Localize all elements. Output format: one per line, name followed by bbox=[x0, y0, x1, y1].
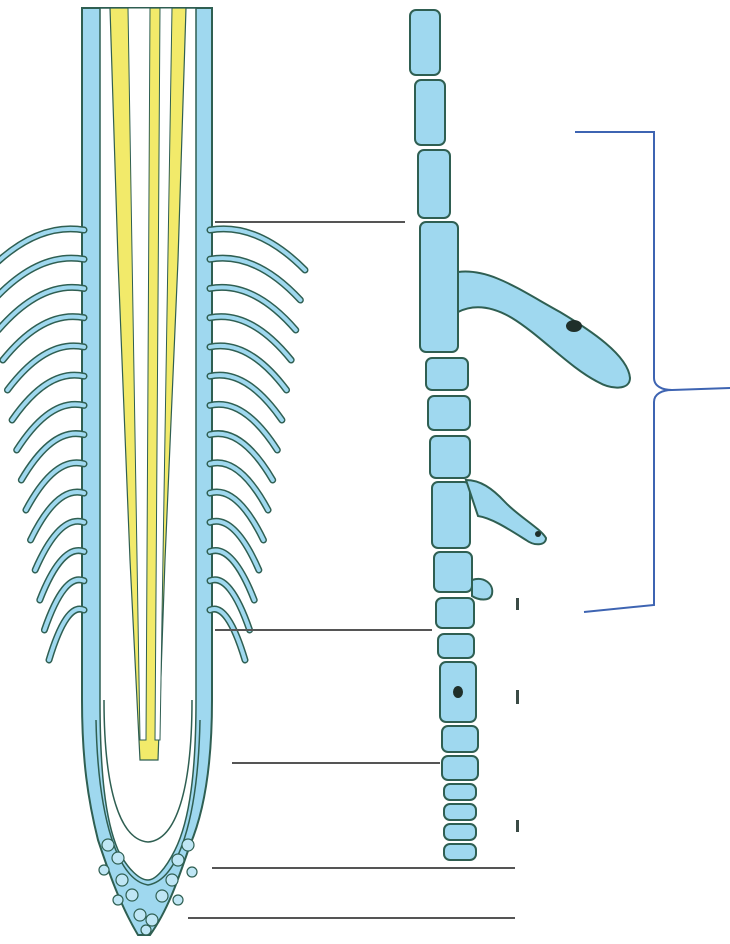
root-hair-medium-nucleus bbox=[535, 531, 541, 537]
epidermal-cell bbox=[436, 598, 474, 628]
root-hairs-left bbox=[0, 229, 84, 660]
edge-marks bbox=[516, 598, 519, 832]
epidermal-cell bbox=[442, 726, 478, 752]
epidermal-cell bbox=[442, 756, 478, 780]
root-hair-initial bbox=[472, 579, 492, 600]
root-hairs-right bbox=[210, 229, 305, 660]
epidermal-cell bbox=[430, 436, 470, 478]
root-tip bbox=[0, 8, 305, 935]
cell-root-hairs bbox=[458, 272, 630, 600]
epidermal-cell bbox=[444, 784, 476, 800]
epidermal-cell bbox=[444, 804, 476, 820]
epidermal-cell bbox=[434, 552, 472, 592]
root-hair-large-nucleus bbox=[566, 320, 582, 332]
epidermal-cell bbox=[415, 80, 445, 145]
epidermal-cell bbox=[444, 844, 476, 860]
epidermal-cell bbox=[420, 222, 458, 352]
root-hair-large bbox=[458, 272, 630, 388]
epidermal-cell bbox=[432, 482, 470, 548]
epidermal-cell bbox=[438, 634, 474, 658]
epidermal-cell bbox=[444, 824, 476, 840]
cell-nucleus bbox=[453, 686, 463, 698]
epidermal-cell bbox=[426, 358, 468, 390]
root-hair-medium bbox=[466, 480, 546, 544]
epidermal-cell bbox=[418, 150, 450, 218]
epidermal-cell bbox=[428, 396, 470, 430]
epidermal-cell-file bbox=[410, 10, 478, 860]
epidermal-cell bbox=[410, 10, 440, 75]
